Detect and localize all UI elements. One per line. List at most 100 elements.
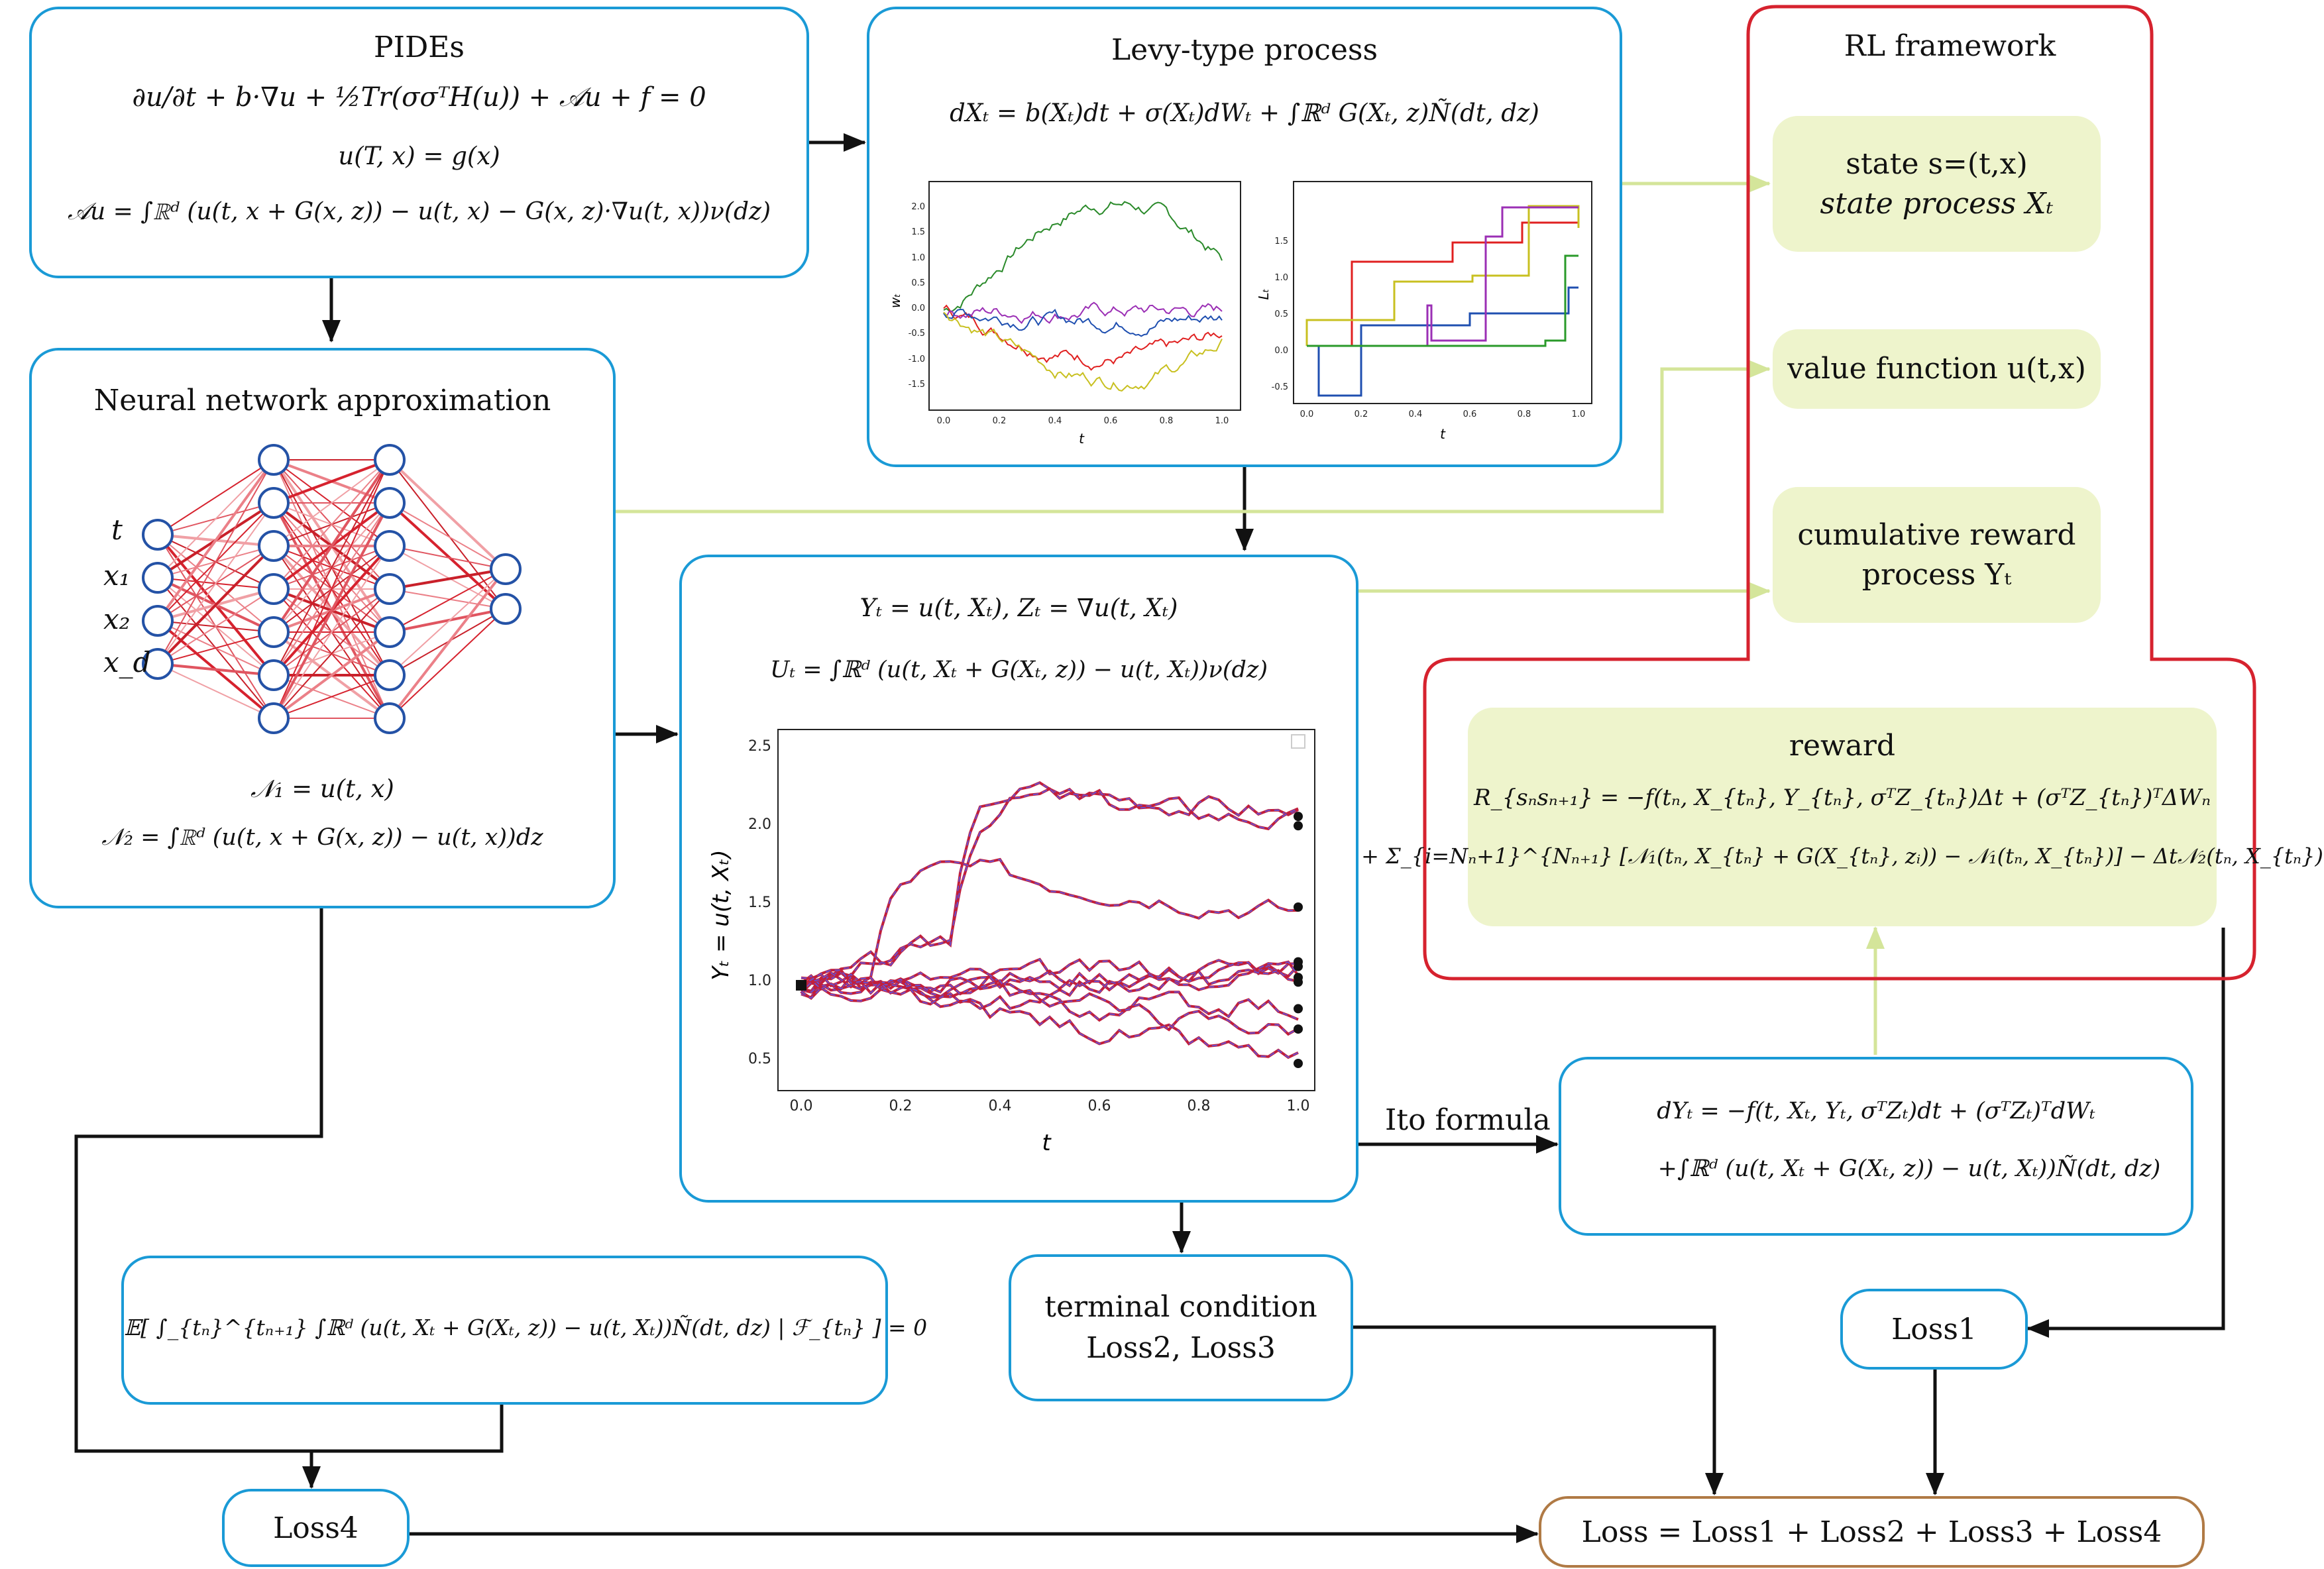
- nn-equation-2: 𝒩₂ = ∫ℝᵈ (u(t, x + G(x, z)) − u(t, x))dz: [101, 824, 543, 851]
- lt-xticks: 0.0 0.2 0.4 0.6 0.8 1.0: [1300, 409, 1586, 419]
- lt-xtick-1: 0.2: [1355, 409, 1368, 419]
- xtick-3: 0.6: [1088, 1098, 1111, 1114]
- nn-input-x2: x₂: [103, 603, 131, 635]
- value-path-approx-4: [801, 961, 1299, 998]
- lt-ytick-3: 0.0: [1274, 346, 1288, 356]
- wt-ytick-3: 0.5: [911, 278, 925, 288]
- state-label: state s=(t,x): [1846, 146, 2028, 181]
- loss4-label: Loss4: [273, 1511, 359, 1545]
- state-box: state s=(t,x) state process Xₜ: [1773, 116, 2101, 252]
- nn-node-l2-6: [374, 702, 406, 734]
- martingale-equation: 𝔼[ ∫_{tₙ}^{tₙ₊₁} ∫ℝᵈ (u(t, Xₜ + G(Xₜ, z)…: [124, 1315, 928, 1340]
- pides-title: PIDEs: [374, 30, 465, 64]
- nn-equation-1: 𝒩₁ = u(t, x): [250, 775, 394, 803]
- nn-node-l1-2: [258, 530, 290, 562]
- state-process-label: state process Xₜ: [1820, 186, 2054, 221]
- terminal-condition-label: terminal condition: [1044, 1290, 1317, 1324]
- terminal-dot-9: [1294, 1004, 1303, 1014]
- value-function-box: value function u(t,x): [1773, 329, 2101, 409]
- cumulative-reward-box: cumulative reward process Yₜ: [1773, 487, 2101, 623]
- lt-xtick-3: 0.6: [1463, 409, 1477, 419]
- wt-ytick-2: 1.0: [911, 253, 925, 263]
- value-path-approx-1: [801, 788, 1299, 999]
- ytick-3: 1.0: [748, 973, 771, 989]
- cumulative-reward-process-label: process Yₜ: [1861, 557, 2012, 592]
- reward-equation-2: + Σ_{i=Nₙ+1}^{Nₙ₊₁} [𝒩₁(tₙ, X_{tₙ} + G(X…: [1361, 843, 2323, 869]
- wt-xtick-2: 0.4: [1048, 416, 1062, 426]
- value-function-label: value function u(t,x): [1787, 352, 2086, 386]
- center-equation-1: Yₜ = u(t, Xₜ), Zₜ = ∇u(t, Xₜ): [859, 594, 1178, 622]
- brownian-path-3: [943, 308, 1223, 337]
- wt-xtick-3: 0.6: [1104, 416, 1118, 426]
- wt-yticks: 2.0 1.5 1.0 0.5 0.0 -0.5 -1.0 -1.5: [909, 202, 925, 390]
- value-path-approx-0: [801, 782, 1299, 992]
- ito-box: dYₜ = −f(t, Xₜ, Yₜ, σᵀZₜ)dt + (σᵀZₜ)ᵀdWₜ…: [1559, 1057, 2193, 1236]
- lt-ytick-2: 0.5: [1274, 309, 1288, 319]
- nn-node-l1-1: [258, 487, 290, 519]
- arrow-nn-to-value: [615, 360, 1771, 514]
- wt-xticks: 0.0 0.2 0.4 0.6 0.8 1.0: [937, 416, 1229, 426]
- total-loss-box: Loss = Loss1 + Loss2 + Loss3 + Loss4: [1539, 1496, 2205, 1568]
- wt-ylabel: wₜ: [887, 294, 903, 308]
- y-ticks: 2.5 2.0 1.5 1.0 0.5: [748, 738, 771, 1067]
- nn-node-l0-2: [142, 605, 174, 637]
- pides-equation-1: ∂u/∂t + b·∇u + ½Tr(σσᵀH(u)) + 𝒜u + f = 0: [132, 82, 706, 113]
- ytick-4: 0.5: [748, 1051, 771, 1067]
- value-paths: [800, 781, 1300, 1059]
- neural-network-box: Neural network approximation t x₁ x₂ x_d…: [29, 348, 616, 908]
- lt-xtick-2: 0.4: [1409, 409, 1423, 419]
- lt-xtick-5: 1.0: [1572, 409, 1586, 419]
- wt-xtick-4: 0.8: [1160, 416, 1174, 426]
- nn-input-x1: x₁: [103, 559, 131, 592]
- terminal-dot-8: [1294, 1059, 1303, 1068]
- wt-xlabel: t: [1079, 431, 1085, 447]
- value-path-1: [801, 787, 1299, 999]
- value-path-approx-3: [801, 958, 1299, 994]
- xtick-5: 1.0: [1287, 1098, 1310, 1114]
- lt-yticks: 1.5 1.0 0.5 0.0 -0.5: [1272, 237, 1288, 392]
- levy-title: Levy-type process: [1111, 33, 1378, 67]
- reward-box: reward R_{sₙsₙ₊₁} = −f(tₙ, X_{tₙ}, Y_{tₙ…: [1361, 708, 2323, 926]
- total-loss-label: Loss = Loss1 + Loss2 + Loss3 + Loss4: [1581, 1515, 2162, 1549]
- nn-input-xd: x_d: [103, 646, 151, 678]
- lt-ytick-4: -0.5: [1272, 382, 1288, 392]
- brownian-path-0: [943, 201, 1223, 312]
- nn-node-l0-3: [142, 648, 174, 680]
- plot-ylabel: Yₜ = u(t, Xₜ): [708, 849, 734, 980]
- ytick-1: 2.0: [748, 816, 771, 833]
- wt-ytick-6: -1.0: [909, 354, 925, 364]
- levy-jump-paths: [1305, 205, 1580, 397]
- ytick-2: 1.5: [748, 894, 771, 911]
- plot-brownian-paths: 2.0 1.5 1.0 0.5 0.0 -0.5 -1.0 -1.5 0.0 0…: [887, 181, 1241, 447]
- terminal-condition-box: terminal condition Loss2, Loss3: [1009, 1254, 1353, 1401]
- jump-path-purple: [1307, 206, 1578, 347]
- arrow-reward-to-loss1: [2026, 928, 2225, 1338]
- pides-equation-2: u(T, x) = g(x): [338, 142, 500, 170]
- nn-node-l2-2: [374, 530, 406, 562]
- terminal-dot-4: [1294, 961, 1303, 971]
- value-path-approx-2: [801, 858, 1299, 993]
- rl-framework-title: RL framework: [1844, 29, 2056, 63]
- terminal-dots: [796, 812, 1303, 1068]
- levy-process-box: Levy-type process dXₜ = b(Xₜ)dt + σ(Xₜ)d…: [867, 7, 1622, 467]
- wt-ytick-0: 2.0: [911, 202, 925, 212]
- reward-title: reward: [1789, 729, 1896, 763]
- levy-equation: dXₜ = b(Xₜ)dt + σ(Xₜ)dWₜ + ∫ℝᵈ G(Xₜ, z)Ñ…: [950, 99, 1539, 127]
- nn-node-l3-1: [490, 593, 522, 625]
- pides-box: PIDEs ∂u/∂t + b·∇u + ½Tr(σσᵀH(u)) + 𝒜u +…: [29, 7, 809, 278]
- lt-ytick-1: 1.0: [1274, 273, 1288, 283]
- terminal-dot-2: [1294, 902, 1303, 912]
- loss1-box: Loss1: [1840, 1289, 2028, 1370]
- wt-ytick-1: 1.5: [911, 227, 925, 237]
- terminal-losses-label: Loss2, Loss3: [1086, 1331, 1276, 1365]
- terminal-dot-7: [1294, 1024, 1303, 1034]
- nn-title: Neural network approximation: [93, 384, 551, 417]
- ito-equation-1: dYₜ = −f(t, Xₜ, Yₜ, σᵀZₜ)dt + (σᵀZₜ)ᵀdWₜ: [1657, 1098, 2095, 1124]
- nn-node-l2-4: [374, 616, 406, 648]
- x-ticks: 0.0 0.2 0.4 0.6 0.8 1.0: [790, 1098, 1310, 1114]
- initial-point: [796, 980, 806, 991]
- wt-ytick-4: 0.0: [911, 303, 925, 313]
- brownian-path-1: [943, 304, 1223, 371]
